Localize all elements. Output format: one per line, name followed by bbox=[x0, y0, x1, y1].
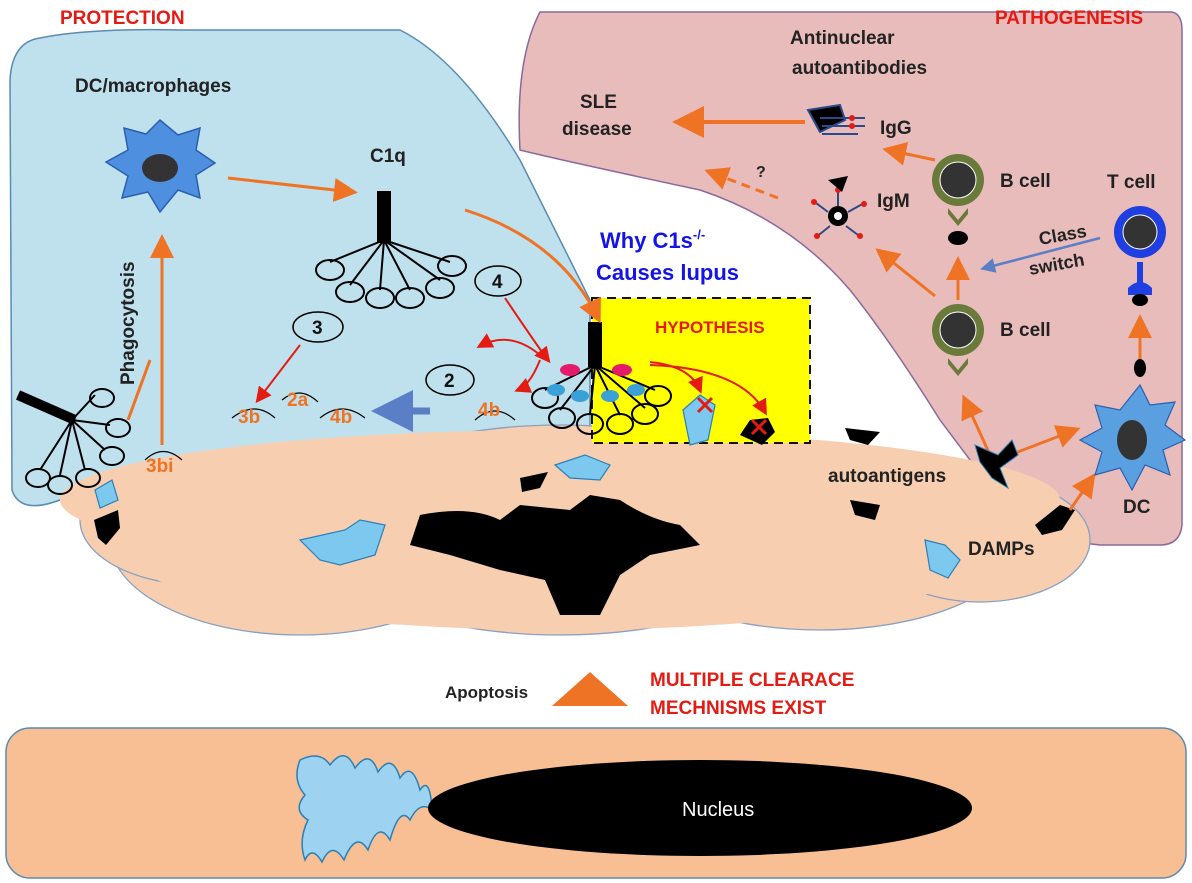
damps-label: DAMPs bbox=[968, 539, 1035, 560]
protection-header: PROTECTION bbox=[60, 8, 185, 29]
step-2-ellipse bbox=[425, 364, 475, 396]
b-cell-top bbox=[932, 154, 984, 245]
b-cell-bottom bbox=[932, 304, 984, 376]
c1q-molecule-left bbox=[15, 388, 131, 495]
step-2-label: 2 bbox=[444, 371, 455, 392]
pathogenesis-header: PATHOGENESIS bbox=[995, 8, 1143, 29]
fragment-4b-right: 4b bbox=[478, 400, 500, 421]
fragment-4b-left: 4b bbox=[330, 407, 352, 428]
c1q-label: C1q bbox=[370, 146, 406, 167]
hypothesis-question: Why C1s-/- bbox=[600, 227, 705, 253]
b-cell-top-label: B cell bbox=[1000, 171, 1051, 192]
question-mark: ? bbox=[756, 164, 766, 181]
fragment-arcs bbox=[144, 392, 516, 461]
dc-label: DC bbox=[1123, 497, 1151, 518]
t-cell bbox=[1114, 206, 1166, 306]
class-switch-arrow bbox=[980, 236, 1101, 273]
pathogenesis-region bbox=[518, 11, 1183, 546]
step-4-label: 4 bbox=[492, 272, 503, 293]
fragment-3bi: 3bi bbox=[146, 456, 173, 477]
blocked-target-2 bbox=[740, 418, 775, 445]
orange-arrows bbox=[126, 106, 1152, 511]
antinuclear-label-2: autoantibodies bbox=[792, 58, 927, 79]
nucleus-label: Nucleus bbox=[682, 799, 754, 821]
clearance-note-2: MECHNISMS EXIST bbox=[650, 698, 827, 719]
c1q-molecule bbox=[315, 191, 467, 309]
b-cell-bottom-label: B cell bbox=[1000, 320, 1051, 341]
red-arrows bbox=[255, 297, 767, 416]
clearance-note-1: MULTIPLE CLEARACE bbox=[650, 670, 854, 691]
igm-label: IgM bbox=[877, 191, 910, 212]
blue-fragments bbox=[94, 454, 961, 579]
hypothesis-label: HYPOTHESIS bbox=[655, 318, 765, 337]
step-3-label: 3 bbox=[312, 318, 323, 339]
igm-antibody bbox=[811, 176, 867, 239]
apoptosis-arrow bbox=[552, 672, 628, 706]
autoantigen bbox=[974, 439, 1019, 490]
dc-macrophage-nucleus bbox=[142, 154, 178, 182]
blocked-target-1 bbox=[682, 394, 716, 446]
fragment-2a: 2a bbox=[287, 390, 309, 411]
step-4-ellipse bbox=[474, 265, 522, 297]
autoantigens-label: autoantigens bbox=[828, 466, 946, 487]
dc-macrophages-label: DC/macrophages bbox=[75, 76, 231, 97]
endoplasmic-reticulum bbox=[296, 755, 433, 864]
antinuclear-label-1: Antinuclear bbox=[790, 28, 895, 49]
igg-label: IgG bbox=[880, 118, 912, 139]
dc-cell bbox=[1078, 359, 1187, 492]
igg-antibody bbox=[806, 103, 865, 135]
fragment-3b: 3b bbox=[238, 407, 260, 428]
apoptosis-label: Apoptosis bbox=[445, 683, 528, 702]
c1-complex bbox=[531, 322, 672, 435]
nucleus bbox=[428, 760, 972, 856]
phagocytosis-label: Phagocytosis bbox=[118, 261, 139, 385]
sle-label-2: disease bbox=[562, 119, 632, 140]
nuclear-fragments bbox=[94, 428, 1075, 615]
step-3-ellipse bbox=[292, 311, 344, 343]
hypothesis-question-line2: Causes lupus bbox=[596, 260, 739, 285]
t-cell-label: T cell bbox=[1107, 172, 1156, 193]
sle-label-1: SLE bbox=[580, 92, 617, 113]
